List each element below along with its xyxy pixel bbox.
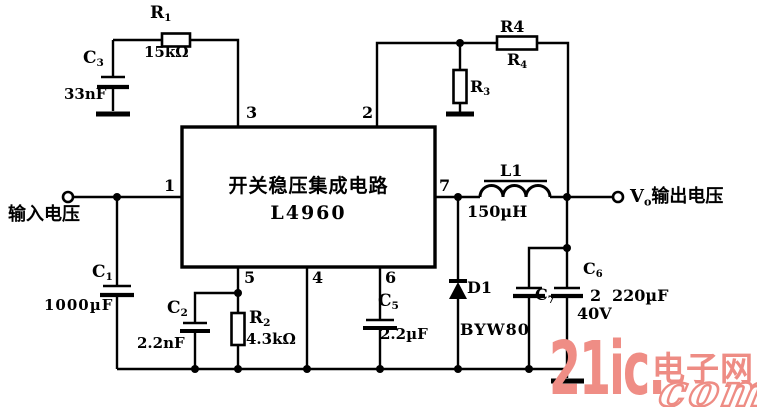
l1-value: 150µH bbox=[467, 202, 528, 221]
ic-part-number: L4960 bbox=[270, 201, 347, 224]
pin-4: 4 bbox=[312, 268, 324, 287]
junction-dot bbox=[234, 289, 242, 297]
rail-junction-dots bbox=[191, 365, 533, 373]
resistor-r2-symbol bbox=[230, 267, 246, 369]
c3-label: C3 bbox=[83, 48, 104, 70]
c6-qty: 2 bbox=[590, 286, 602, 305]
d1-part-number: BYW80 bbox=[460, 320, 530, 339]
pin-7: 7 bbox=[439, 176, 451, 195]
r4-label-top: R4 bbox=[500, 17, 525, 36]
input-terminal bbox=[61, 190, 75, 204]
capacitor-c3-symbol bbox=[96, 75, 130, 117]
input-terminal-label: 输入电压 bbox=[8, 204, 80, 225]
r3-label: R3 bbox=[470, 77, 491, 98]
l1-label: L1 bbox=[500, 161, 523, 180]
resistor-r3-symbol bbox=[446, 43, 474, 117]
capacitor-c1-symbol bbox=[100, 197, 134, 369]
diode-d1-symbol bbox=[449, 197, 467, 369]
resistor-r1-symbol bbox=[160, 32, 192, 48]
output-terminal bbox=[611, 190, 625, 204]
wire-input-net bbox=[61, 190, 182, 204]
c5-label: C5 bbox=[378, 291, 399, 313]
watermark-site-name: 电子网 bbox=[652, 349, 754, 388]
c2-label: C2 bbox=[167, 298, 188, 320]
c2-value: 2.2nF bbox=[137, 334, 185, 352]
pin-3: 3 bbox=[246, 103, 258, 122]
c6-value: 220µF bbox=[612, 286, 669, 305]
pin-1: 1 bbox=[164, 176, 176, 195]
c5-value: 2.2µF bbox=[380, 325, 428, 343]
c7-label: C7 bbox=[535, 285, 555, 306]
c1-value: 1000µF bbox=[44, 296, 114, 314]
pin-5: 5 bbox=[244, 268, 256, 287]
wire-output-net bbox=[435, 179, 625, 204]
d1-label: D1 bbox=[467, 278, 493, 297]
ic-label-block: 开关稳压集成电路 L4960 bbox=[182, 127, 435, 267]
capacitor-c2-symbol bbox=[180, 291, 238, 369]
watermark-brand: 21ic. bbox=[549, 326, 666, 407]
r2-value: 4.3kΩ bbox=[246, 330, 296, 348]
junction-dot bbox=[456, 39, 464, 47]
junction-dot bbox=[563, 244, 571, 252]
inductor-l1-symbol bbox=[478, 184, 552, 198]
c6-voltage: 40V bbox=[577, 304, 612, 323]
c1-label: C1 bbox=[92, 262, 113, 284]
watermark-tld: com bbox=[653, 365, 757, 407]
r4-label-sub: R4 bbox=[507, 50, 528, 71]
r1-label: R1 bbox=[150, 3, 172, 25]
ic-title: 开关稳压集成电路 bbox=[228, 174, 389, 197]
resistor-r4-symbol bbox=[495, 35, 539, 51]
r2-label: R2 bbox=[249, 308, 271, 330]
ic-body bbox=[180, 125, 437, 269]
c6-label: C6 bbox=[583, 259, 603, 280]
c3-value: 33nF bbox=[64, 85, 107, 103]
capacitor-c7-symbol bbox=[513, 197, 569, 369]
pin-2: 2 bbox=[362, 103, 374, 122]
wire-comp-network bbox=[111, 38, 240, 127]
output-terminal-label: Vo输出电压 bbox=[630, 186, 724, 209]
pin-6: 6 bbox=[385, 268, 397, 287]
capacitor-c5-symbol bbox=[363, 267, 397, 369]
r1-value: 15kΩ bbox=[144, 43, 189, 61]
capacitor-c6-symbol bbox=[551, 248, 584, 384]
